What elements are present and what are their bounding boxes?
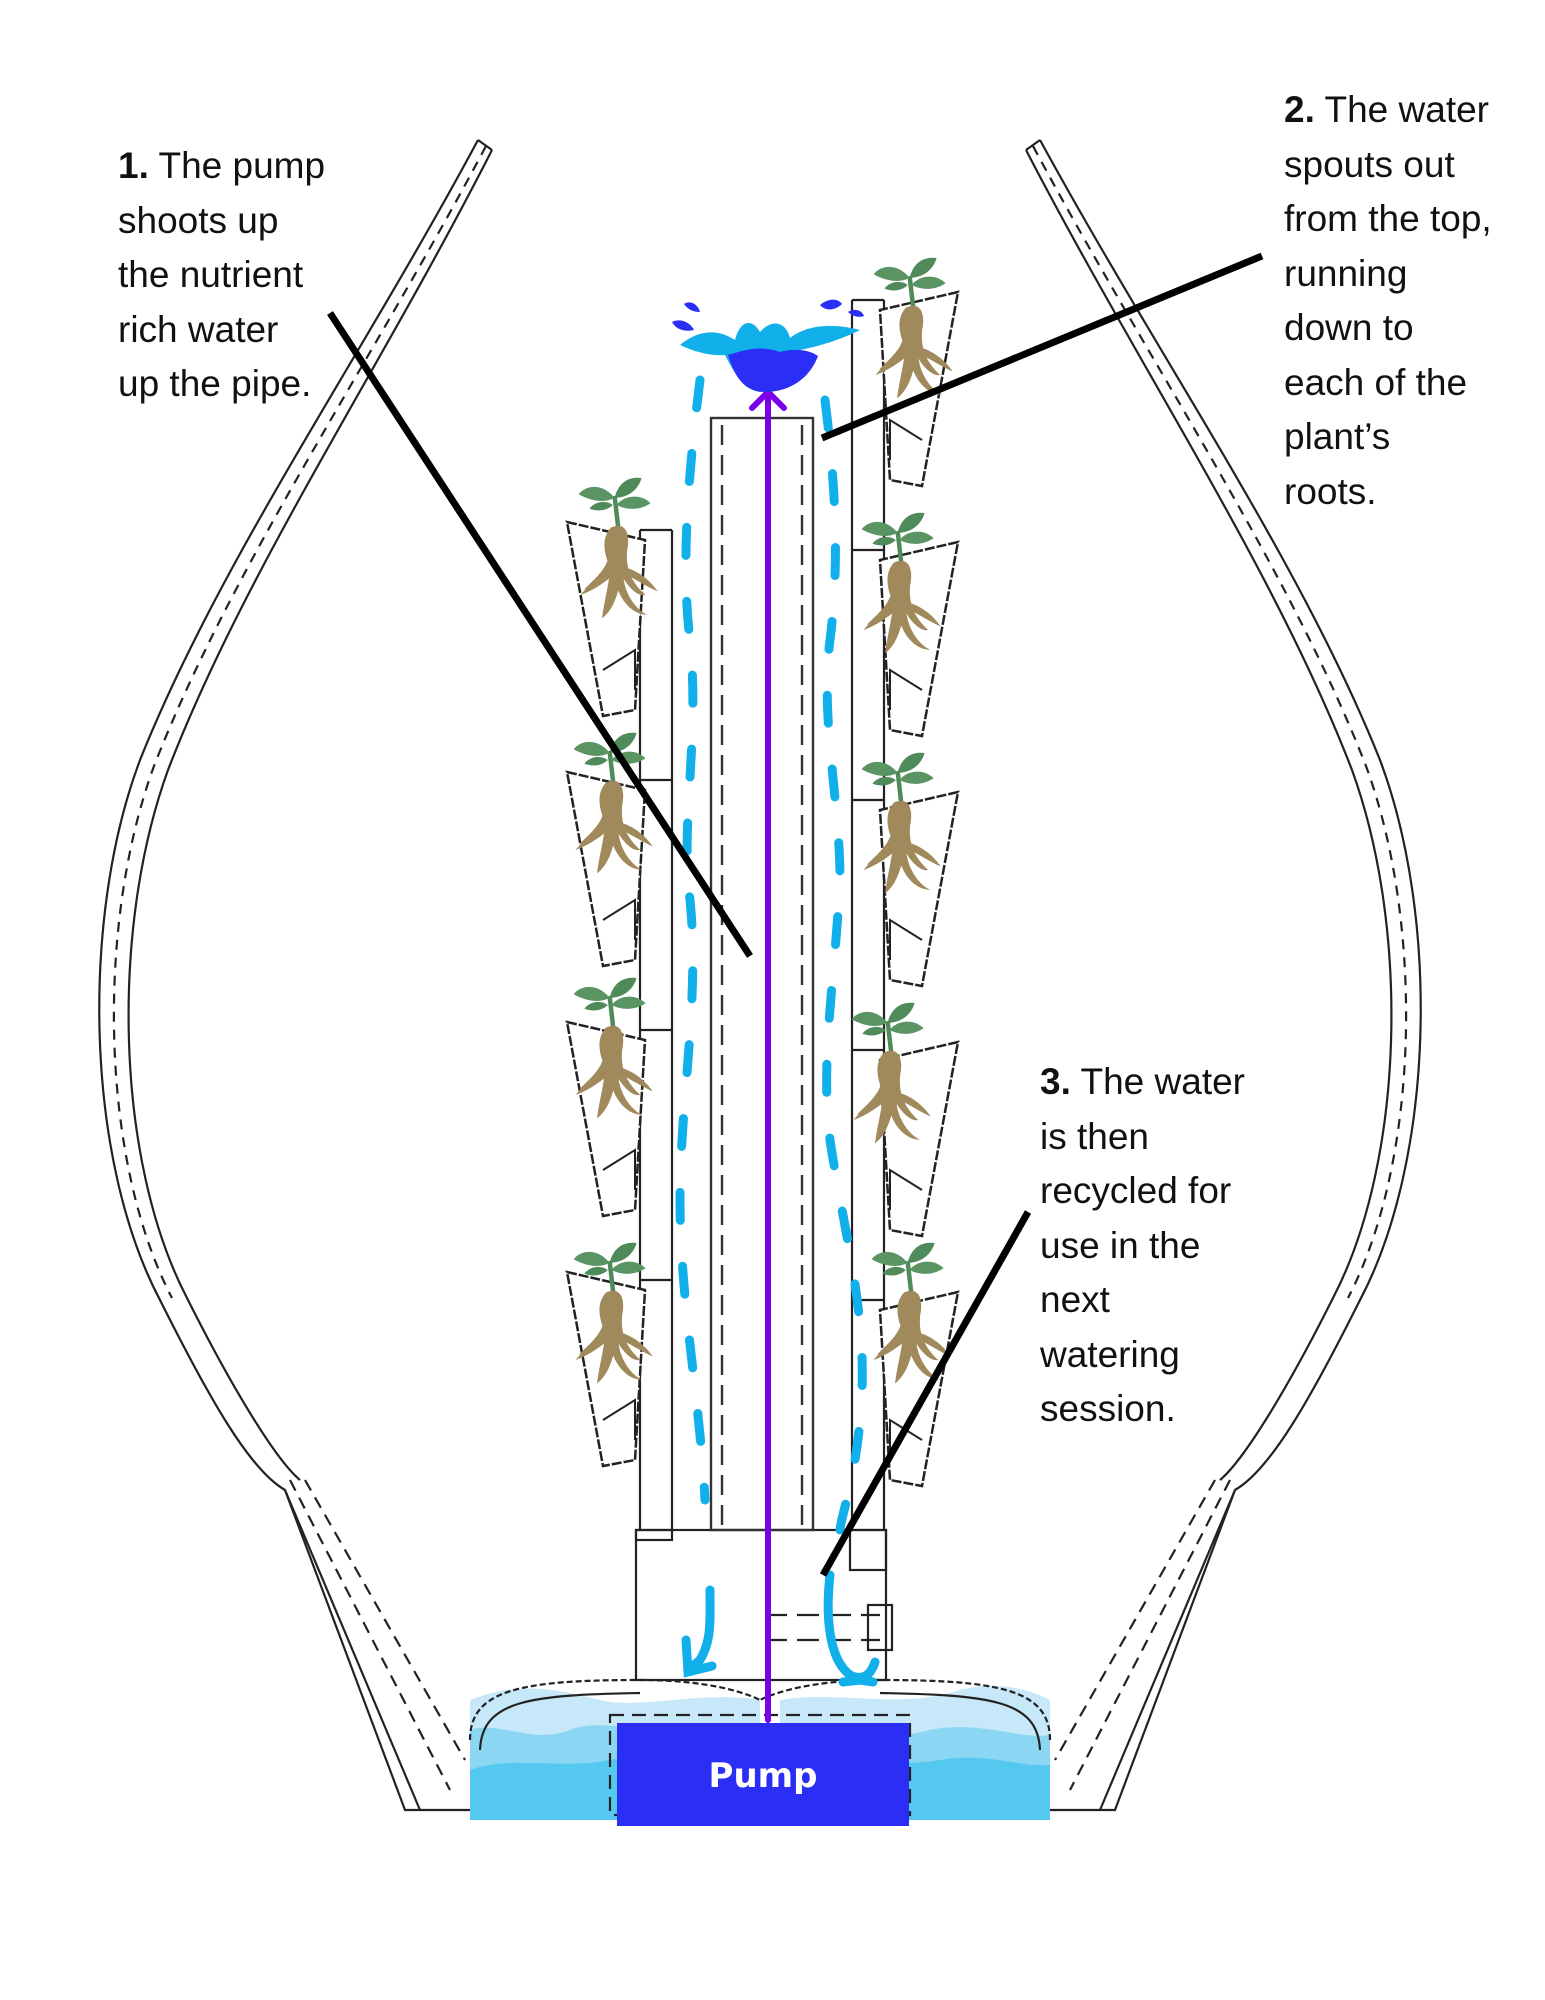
outer-frame-left xyxy=(98,139,493,1812)
callout-step-1: 1. The pump shoots up the nutrient rich … xyxy=(118,139,368,412)
callout-text-line: next xyxy=(1040,1279,1110,1320)
pump-flow-up-arrow xyxy=(749,389,787,1723)
callout-text-line: The water xyxy=(1080,1061,1245,1102)
callout-1-leader xyxy=(327,311,753,958)
callout-text-line: use in the xyxy=(1040,1224,1201,1266)
callout-text-line: session. xyxy=(1040,1388,1176,1429)
callout-text-line: The water xyxy=(1324,89,1489,130)
callout-step-number: 2. xyxy=(1284,89,1315,130)
callout-text-line: roots. xyxy=(1284,470,1377,512)
callout-text-line: watering xyxy=(1040,1333,1180,1375)
callout-2-leader xyxy=(820,252,1264,442)
callout-text-line: the nutrient xyxy=(118,254,304,295)
callout-text-line: down to xyxy=(1284,307,1414,348)
central-pipe xyxy=(709,416,815,1532)
outer-frame-right xyxy=(1025,139,1422,1812)
callout-text-line: rich water xyxy=(118,308,279,350)
callout-text-line: running xyxy=(1284,252,1408,294)
callout-step-2: 2. The water spouts out from the top, ru… xyxy=(1284,83,1534,519)
callout-text-line: spouts out xyxy=(1284,143,1455,185)
callout-text-line: each of the xyxy=(1284,361,1468,403)
water-flow-down xyxy=(675,375,880,1687)
right-plant-column xyxy=(852,258,960,1488)
callout-text-line: is then xyxy=(1040,1115,1150,1157)
tower-base xyxy=(634,1528,894,1682)
callout-text-line: recycled for xyxy=(1040,1170,1232,1211)
callout-step-3: 3. The water is then recycled for use in… xyxy=(1040,1055,1290,1437)
water-splash-icon xyxy=(672,299,864,392)
callout-step-number: 1. xyxy=(118,145,149,186)
callout-text-line: from the top, xyxy=(1284,198,1492,239)
callout-3-leader xyxy=(819,1210,1032,1577)
callout-text-line: up the pipe. xyxy=(118,363,312,404)
callout-step-number: 3. xyxy=(1040,1061,1071,1102)
pump-label: Pump xyxy=(709,1756,818,1796)
callout-leader-lines xyxy=(327,252,1264,1577)
left-plant-column xyxy=(565,478,658,1468)
tower-walls xyxy=(638,298,886,1530)
callout-text-line: shoots up xyxy=(118,199,279,241)
callout-text-line: The pump xyxy=(158,145,326,186)
pump: Pump xyxy=(617,1723,909,1826)
callout-text-line: plant’s xyxy=(1284,416,1391,457)
